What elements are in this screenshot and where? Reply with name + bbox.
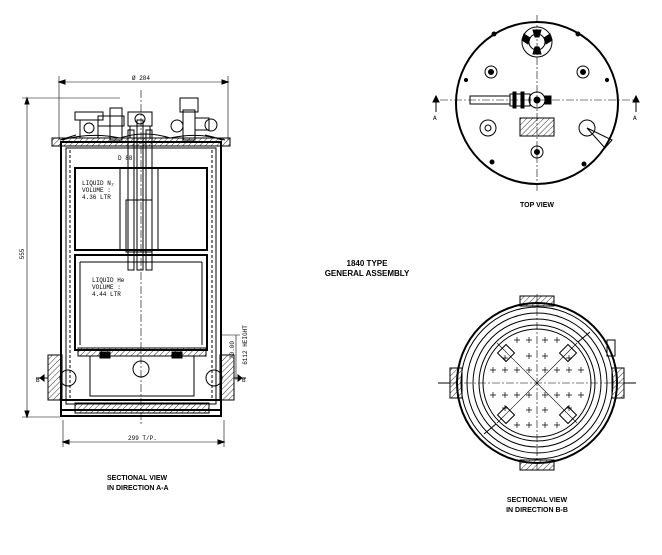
dimension-height: 555	[19, 96, 120, 419]
drawing-title-line2: GENERAL ASSEMBLY	[325, 269, 410, 278]
section-marker-a-right: A	[633, 115, 637, 122]
section-aa-title-line2: IN DIRECTION A-A	[107, 485, 169, 492]
section-view-bb	[438, 294, 636, 472]
lhe-tank-line1: LIQUID He	[92, 277, 125, 284]
diameter-label: Ø 284	[132, 75, 150, 82]
cold-plate	[77, 347, 207, 357]
section-view-aa: Ø 284 555 299 T/P. 20.00 6112 HEIGHT	[19, 75, 249, 447]
section-marker-a-left: A	[433, 115, 437, 122]
section-marker-b-left: B	[36, 377, 40, 384]
section-bb-title-line1: SECTIONAL VIEW	[507, 497, 568, 504]
top-fittings	[59, 97, 226, 141]
section-bb-title-line2: IN DIRECTION B-B	[506, 507, 568, 514]
dimension-base-width: 299 T/P.	[61, 420, 226, 447]
dimension-side: 20.00 6112 HEIGHT	[220, 325, 249, 380]
ln2-tank-line1: LIQUID N₂	[82, 180, 114, 187]
tank-marker: D 88	[118, 155, 133, 162]
drawing-title-line1: 1840 TYPE	[347, 259, 389, 268]
side-fill-label: 6112 HEIGHT	[242, 325, 249, 365]
top-view: A A	[432, 15, 640, 192]
lhe-tank-line2: VOLUME :	[92, 284, 121, 291]
dimension-diameter: Ø 284	[57, 75, 230, 140]
base-width-label: 299 T/P.	[128, 435, 157, 442]
ln2-tank-line3: 4.36 LTR	[82, 194, 111, 201]
section-aa-title-line1: SECTIONAL VIEW	[107, 475, 168, 482]
section-marker-b-right: B	[242, 377, 246, 384]
ln2-tank-line2: VOLUME :	[82, 187, 111, 194]
bottom-plate	[74, 402, 210, 414]
lhe-tank-line3: 4.44 LTR	[92, 291, 121, 298]
top-view-title: TOP VIEW	[520, 202, 554, 209]
height-label: 555	[19, 248, 26, 259]
side-small-label: 20.00	[229, 341, 236, 359]
bb-cross-marks	[490, 337, 584, 428]
